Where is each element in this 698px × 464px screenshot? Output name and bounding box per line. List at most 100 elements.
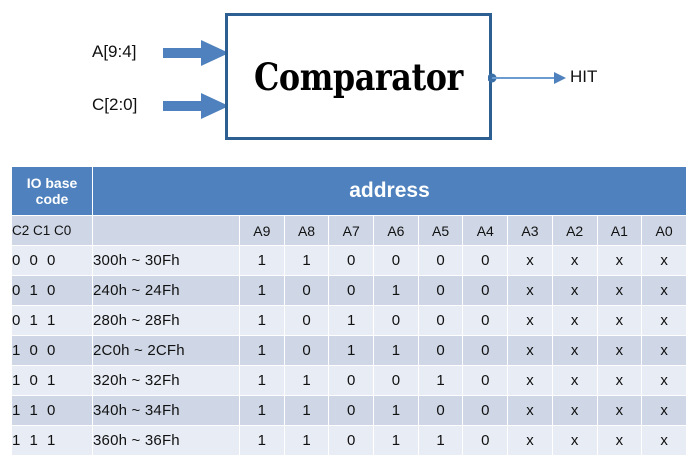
- cell-bit-a6: 1: [373, 275, 419, 306]
- block-arrow-right-icon: [163, 93, 229, 119]
- cell-bit-a4: 0: [462, 275, 509, 306]
- cell-bit-a0: x: [641, 245, 687, 276]
- cell-bit-a9: 1: [239, 425, 285, 456]
- cell-bit-a6: 1: [373, 425, 419, 456]
- cell-bit-a9: 1: [239, 305, 285, 336]
- cell-bit-a1: x: [596, 395, 643, 426]
- cell-io-base-code: 0 0 0: [11, 245, 93, 276]
- cell-bit-a5: 0: [417, 395, 464, 426]
- cell-bit-a0: x: [641, 305, 687, 336]
- block-arrow-right-icon: [163, 40, 229, 66]
- cell-bit-a6: 0: [373, 365, 419, 396]
- table-subheader-row: C2 C1 C0 A9 A8 A7 A6 A5 A4 A3 A2 A1 A0: [11, 215, 687, 246]
- cell-bit-a1: x: [596, 305, 643, 336]
- cell-bit-a4: 0: [462, 365, 509, 396]
- cell-bit-a2: x: [551, 275, 598, 306]
- cell-bit-a2: x: [551, 425, 598, 456]
- cell-bit-a9: 1: [239, 245, 285, 276]
- cell-bit-a1: x: [596, 335, 643, 366]
- cell-bit-a9: 1: [239, 365, 285, 396]
- cell-bit-a8: 0: [283, 275, 330, 306]
- cell-address-range: 300h ~ 30Fh: [92, 245, 240, 276]
- cell-bit-a1: x: [596, 245, 643, 276]
- subheader-code-bits: C2 C1 C0: [11, 215, 93, 246]
- cell-bit-a8: 1: [283, 245, 330, 276]
- cell-bit-a8: 1: [283, 365, 330, 396]
- cell-bit-a0: x: [641, 275, 687, 306]
- table-head: IO base code address C2 C1 C0 A9 A8 A7 A…: [11, 166, 687, 246]
- cell-bit-a3: x: [507, 245, 553, 276]
- cell-bit-a8: 1: [283, 395, 330, 426]
- cell-bit-a2: x: [551, 305, 598, 336]
- comparator-block-label: Comparator: [254, 54, 463, 99]
- cell-bit-a7: 1: [328, 335, 375, 366]
- subheader-bit-a1: A1: [596, 215, 643, 246]
- cell-bit-a0: x: [641, 335, 687, 366]
- cell-bit-a7: 0: [328, 425, 375, 456]
- header-io-base-code: IO base code: [11, 166, 93, 216]
- cell-bit-a6: 1: [373, 335, 419, 366]
- cell-bit-a2: x: [551, 335, 598, 366]
- cell-bit-a3: x: [507, 305, 553, 336]
- subheader-range-blank: [92, 215, 240, 246]
- cell-bit-a9: 1: [239, 335, 285, 366]
- cell-bit-a7: 0: [328, 395, 375, 426]
- cell-bit-a3: x: [507, 335, 553, 366]
- cell-bit-a2: x: [551, 395, 598, 426]
- cell-address-range: 360h ~ 36Fh: [92, 425, 240, 456]
- cell-bit-a0: x: [641, 425, 687, 456]
- cell-bit-a6: 1: [373, 395, 419, 426]
- cell-bit-a9: 1: [239, 275, 285, 306]
- cell-address-range: 240h ~ 24Fh: [92, 275, 240, 306]
- cell-bit-a6: 0: [373, 245, 419, 276]
- cell-io-base-code: 1 0 0: [11, 335, 93, 366]
- cell-bit-a0: x: [641, 395, 687, 426]
- subheader-bit-a9: A9: [239, 215, 285, 246]
- cell-bit-a5: 1: [417, 365, 464, 396]
- cell-bit-a4: 0: [462, 425, 509, 456]
- cell-bit-a5: 0: [417, 305, 464, 336]
- cell-bit-a2: x: [551, 245, 598, 276]
- cell-io-base-code: 1 0 1: [11, 365, 93, 396]
- cell-bit-a1: x: [596, 275, 643, 306]
- cell-io-base-code: 0 1 1: [11, 305, 93, 336]
- cell-bit-a5: 0: [417, 335, 464, 366]
- cell-bit-a7: 0: [328, 245, 375, 276]
- subheader-bit-a4: A4: [462, 215, 509, 246]
- input-label-c: C[2:0]: [92, 95, 138, 114]
- cell-bit-a4: 0: [462, 335, 509, 366]
- cell-bit-a6: 0: [373, 305, 419, 336]
- cell-address-range: 340h ~ 34Fh: [92, 395, 240, 426]
- cell-bit-a2: x: [551, 365, 598, 396]
- cell-bit-a0: x: [641, 365, 687, 396]
- cell-bit-a7: 0: [328, 365, 375, 396]
- cell-bit-a8: 0: [283, 335, 330, 366]
- comparator-block: Comparator: [225, 13, 492, 140]
- cell-bit-a3: x: [507, 275, 553, 306]
- subheader-bit-a2: A2: [551, 215, 598, 246]
- header-address: address: [92, 166, 687, 216]
- cell-bit-a7: 1: [328, 305, 375, 336]
- output-label-hit: HIT: [570, 67, 598, 86]
- cell-address-range: 320h ~ 32Fh: [92, 365, 240, 396]
- cell-bit-a8: 0: [283, 305, 330, 336]
- cell-bit-a1: x: [596, 425, 643, 456]
- subheader-bit-a7: A7: [328, 215, 375, 246]
- cell-address-range: 2C0h ~ 2CFh: [92, 335, 240, 366]
- subheader-bit-a3: A3: [507, 215, 553, 246]
- cell-bit-a5: 0: [417, 275, 464, 306]
- input-label-a: A[9:4]: [92, 42, 137, 61]
- comparator-block-diagram: A[9:4] C[2:0] Comparator HIT: [0, 0, 698, 158]
- cell-bit-a1: x: [596, 365, 643, 396]
- cell-bit-a4: 0: [462, 305, 509, 336]
- cell-bit-a4: 0: [462, 395, 509, 426]
- cell-bit-a3: x: [507, 395, 553, 426]
- cell-bit-a7: 0: [328, 275, 375, 306]
